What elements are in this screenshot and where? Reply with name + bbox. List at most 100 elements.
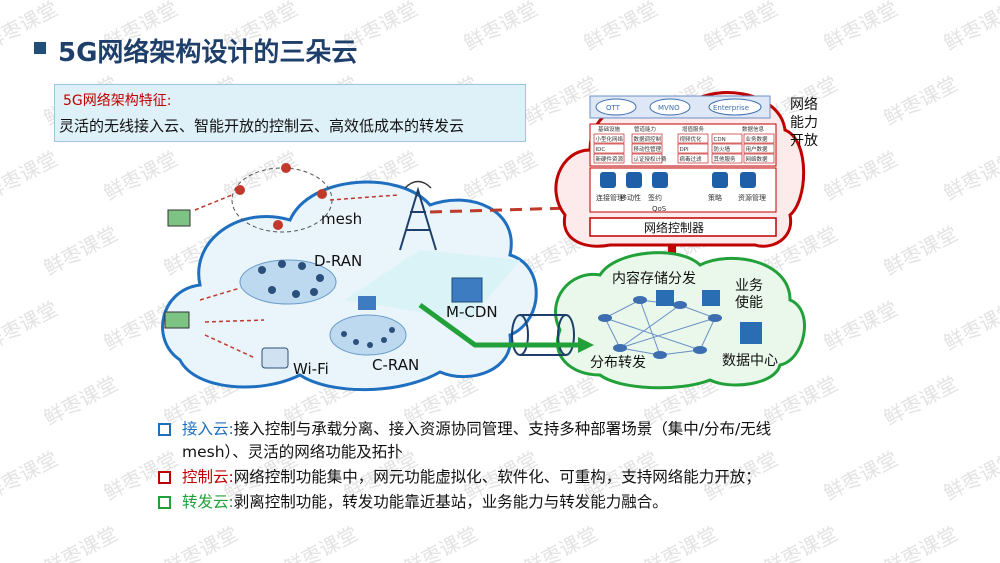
bullet-list: 接入云:接入控制与承载分离、接入资源协同管理、支持多种部署场景（集中/分布/无线… bbox=[158, 418, 798, 516]
capability-cell-box bbox=[593, 143, 625, 154]
bullet-heading: 转发云: bbox=[182, 493, 234, 511]
capability-cell-box bbox=[743, 133, 775, 144]
label-m-cdn: M-CDN bbox=[446, 303, 498, 321]
capability-cell: 其他服务 bbox=[714, 155, 737, 163]
access-to-forward-arrow bbox=[418, 302, 580, 348]
capability-header: 增值服务 bbox=[682, 125, 705, 133]
service-enterprise bbox=[708, 98, 762, 116]
capability-cell-box bbox=[631, 143, 663, 154]
mesh-antenna-icons bbox=[235, 163, 327, 230]
access-cloud bbox=[161, 180, 538, 392]
forward-router-icons bbox=[598, 296, 722, 359]
title-bullet-square bbox=[34, 42, 46, 54]
bullet-item: 接入云:接入控制与承载分离、接入资源协同管理、支持多种部署场景（集中/分布/无线… bbox=[158, 418, 798, 464]
bullet-text: 接入控制与承载分离、接入资源协同管理、支持多种部署场景（集中/分布/无线mesh… bbox=[182, 420, 772, 461]
capability-cell-box bbox=[743, 153, 775, 164]
phone-icon-1 bbox=[167, 209, 191, 227]
capability-cell: 视频优化 bbox=[680, 135, 703, 143]
data-center-icon bbox=[740, 322, 762, 344]
content-storage-icon bbox=[656, 290, 674, 306]
bullet-item: 转发云:剥离控制功能，转发功能靠近基站，业务能力与转发能力融合。 bbox=[158, 491, 798, 514]
cran-node-icons bbox=[341, 327, 395, 348]
cran-ellipse bbox=[329, 314, 407, 356]
capability-cell-box bbox=[711, 153, 743, 164]
pipe-connector bbox=[511, 314, 575, 356]
capability-cell: CDN bbox=[714, 137, 726, 143]
capability-cell-box bbox=[677, 143, 709, 154]
feature-text: 灵活的无线接入云、智能开放的控制云、高效低成本的转发云 bbox=[59, 117, 465, 135]
capability-cell: 业务数据 bbox=[746, 135, 769, 143]
dashed-link-4 bbox=[204, 334, 256, 359]
capability-cell: 用户数据 bbox=[746, 145, 769, 153]
service-enterprise-label: Enterprise bbox=[713, 104, 749, 112]
capability-cell: 数据调控制 bbox=[634, 135, 662, 143]
label-d-ran: D-RAN bbox=[314, 252, 363, 270]
bullet-square-icon bbox=[158, 496, 171, 509]
capability-cell-box bbox=[593, 153, 625, 164]
label-mesh: mesh bbox=[321, 210, 363, 228]
capability-cell: 防火墙 bbox=[714, 145, 731, 153]
capability-cell-box bbox=[631, 153, 663, 164]
network-controller-label: 网络控制器 bbox=[644, 220, 704, 235]
dashed-link-1 bbox=[194, 194, 233, 211]
phone-icon-2 bbox=[164, 311, 190, 329]
service-ott bbox=[595, 98, 637, 116]
module-label: 资源管理 bbox=[738, 193, 766, 202]
bullet-text: 网络控制功能集中，网元功能虚拟化、软件化、可重构，支持网络能力开放； bbox=[233, 468, 761, 486]
bullet-heading: 控制云: bbox=[182, 468, 234, 486]
service-mvno-label: MVNO bbox=[658, 104, 680, 112]
page-title: 5G网络架构设计的三朵云 bbox=[58, 38, 358, 68]
bullet-text: 剥离控制功能，转发功能靠近基站，业务能力与转发能力融合。 bbox=[233, 493, 668, 511]
bullet-square-icon bbox=[158, 423, 171, 436]
service-ott-label: OTT bbox=[606, 104, 621, 112]
capability-cell: 小型化网络 bbox=[596, 135, 624, 143]
capability-cell: 病毒过滤 bbox=[680, 155, 703, 163]
module-label: QoS bbox=[652, 205, 667, 213]
mcdn-icon bbox=[451, 277, 483, 303]
capability-cell-box bbox=[631, 133, 663, 144]
label-data-center: 数据中心 bbox=[722, 353, 778, 369]
capability-cell: DPI bbox=[680, 147, 690, 153]
label-wi-fi: Wi-Fi bbox=[293, 360, 329, 378]
module-label: 移动性 bbox=[620, 193, 641, 202]
capability-cell: 网络数据 bbox=[746, 155, 769, 163]
service-enable-icon bbox=[702, 290, 720, 306]
module-label: 策略 bbox=[708, 193, 722, 202]
service-mvno bbox=[649, 98, 691, 116]
capability-cell-box bbox=[677, 153, 709, 164]
dashed-link-3 bbox=[204, 319, 265, 323]
module-label: 签约 bbox=[648, 193, 662, 202]
capability-cell: 认证授权计费 bbox=[634, 155, 668, 163]
forward-cloud bbox=[554, 251, 806, 390]
label-c-ran: C-RAN bbox=[372, 356, 420, 374]
forward-mesh-lines bbox=[604, 299, 716, 356]
capability-cell-box bbox=[743, 143, 775, 154]
capability-cell-box bbox=[593, 133, 625, 144]
module-label: 连接管理 bbox=[596, 193, 624, 202]
capability-header: 数据信息 bbox=[742, 125, 765, 133]
bullet-heading: 接入云: bbox=[182, 420, 234, 438]
capability-cell-box bbox=[711, 133, 743, 144]
dran-node-icons bbox=[258, 260, 324, 298]
capability-header: 管道能力 bbox=[634, 125, 656, 133]
capability-cell: 移动性管理 bbox=[634, 145, 662, 153]
capability-cell: IDC bbox=[596, 147, 606, 153]
dashed-link-5 bbox=[329, 194, 399, 201]
switch-icon bbox=[358, 296, 376, 310]
control-dashed-link bbox=[429, 206, 571, 214]
bullet-square-icon bbox=[158, 471, 171, 484]
module-icons bbox=[600, 172, 756, 188]
network-controller-bar bbox=[589, 217, 777, 237]
capability-cell-box bbox=[711, 143, 743, 154]
capability-cell-box bbox=[677, 133, 709, 144]
tower-icon bbox=[399, 180, 437, 251]
wifi-icon bbox=[261, 347, 289, 369]
feature-heading: 5G网络架构特征: bbox=[63, 93, 172, 109]
label-distributed-forward: 分布转发 bbox=[590, 355, 646, 371]
capability-header: 基础设施 bbox=[598, 125, 621, 133]
feature-box: 5G网络架构特征: 灵活的无线接入云、智能开放的控制云、高效低成本的转发云 bbox=[54, 84, 526, 142]
label-service-enable: 业务使能 bbox=[735, 278, 763, 311]
label-content-storage: 内容存储分发 bbox=[612, 271, 696, 287]
capability-cell: 新硬件资源 bbox=[596, 155, 624, 163]
